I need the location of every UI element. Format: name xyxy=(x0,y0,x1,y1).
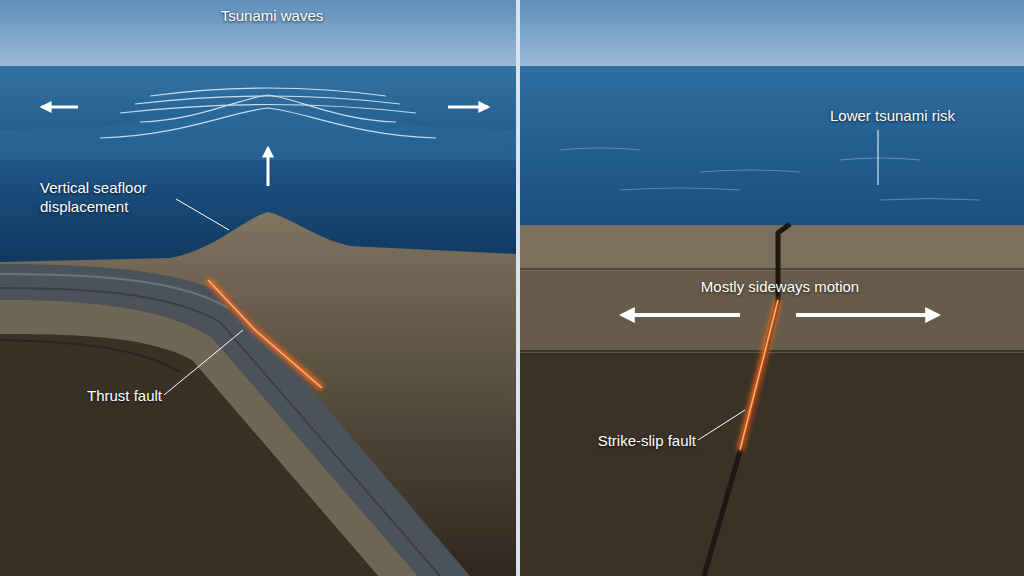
motion-label: Mostly sideways motion xyxy=(680,277,880,296)
risk-label: Lower tsunami risk xyxy=(830,106,1000,125)
fault-label: Strike-slip fault xyxy=(560,431,696,450)
displacement-label: Vertical seafloor displacement xyxy=(40,178,176,216)
wave-label: Tsunami waves xyxy=(212,6,332,25)
fault-label: Thrust fault xyxy=(70,386,162,405)
